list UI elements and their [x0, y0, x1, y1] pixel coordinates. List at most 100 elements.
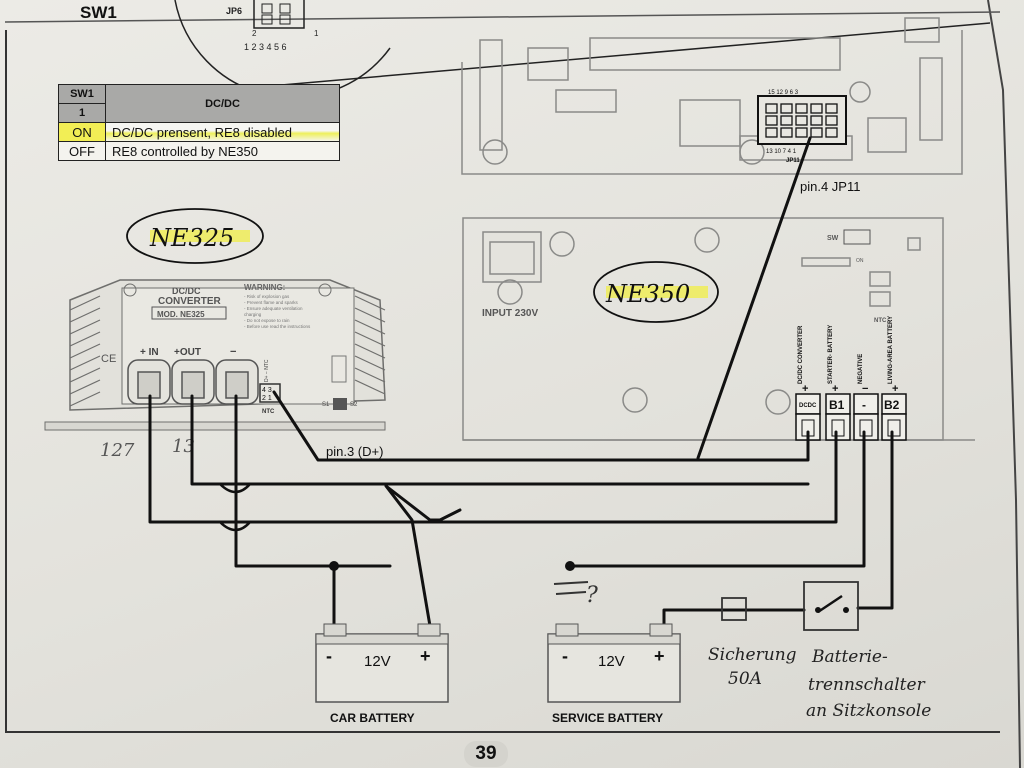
mounting-plate [44, 421, 386, 431]
jp6-label: JP6 [226, 6, 242, 16]
svg-text:charging: charging [244, 312, 262, 317]
svg-text:- Prevent flame and sparks: - Prevent flame and sparks [244, 300, 299, 305]
ntc-label: NTC [262, 409, 275, 415]
row-desc: DC/DC prensent, RE8 disabled [105, 122, 340, 142]
ne350-terminal-captions: DC/DC CONVERTER STARTER- BATTERY NEGATIV… [798, 316, 894, 384]
service-battery-name: SERVICE BATTERY [552, 711, 663, 725]
ne325-title-2: CONVERTER [158, 296, 222, 307]
row-desc: RE8 controlled by NE350 [105, 141, 340, 161]
sw1-col-sub: 1 [58, 103, 106, 123]
service-battery-voltage: 12V [598, 653, 625, 670]
ntc-connector [259, 383, 281, 403]
ne325-highlight [150, 230, 250, 242]
switch-note-1: Batterie- [811, 647, 888, 667]
wire-b2 [856, 430, 894, 610]
row-state: OFF [58, 141, 106, 161]
jp6-pin-row: 1 2 3 4 5 6 [244, 42, 287, 52]
ne350-ellipse [593, 261, 719, 323]
wire-jp11-pin4 [696, 136, 812, 460]
ne325-warning-text: - Risk of explosion gas - Prevent flame … [244, 294, 311, 329]
service-battery-minus: - [562, 646, 568, 666]
jp11-label: JP11 [786, 158, 800, 164]
sw1-table: SW1 DC/DC 1 ON DC/DC prensent, RE8 disab… [58, 84, 340, 161]
ne325-model: MOD. NE325 [157, 310, 205, 319]
disconnect-switch-box [803, 581, 859, 631]
car-battery-minus: - [326, 646, 332, 666]
switch-contact [843, 607, 849, 613]
svg-text:+: + [892, 383, 898, 395]
svg-text:−: − [862, 383, 868, 395]
wire-in-b1 [148, 394, 838, 524]
switch-note-3: an Sitzkonsole [806, 701, 931, 721]
wire-minus-car [234, 394, 336, 628]
ne325-model-box [151, 306, 227, 320]
wire-out-dcdc [190, 394, 810, 486]
wire-service-plus [662, 608, 806, 628]
handwritten-127: 127 [100, 440, 135, 461]
service-battery-plus: + [654, 646, 665, 666]
ne350-highlight [606, 286, 708, 298]
d-plus-wire-label: pin.3 (D+) [326, 444, 383, 459]
svg-text:NEGATIVE: NEGATIVE [858, 354, 864, 384]
terminal-b2: B2 [884, 398, 900, 412]
switch-note-2: trennschalter [808, 675, 926, 695]
svg-text:- Do not expose to rain: - Do not expose to rain [244, 318, 290, 323]
term-minus-label: − [230, 346, 236, 358]
ground-symbol [553, 581, 589, 595]
jp11-wire-label: pin.4 JP11 [800, 179, 860, 194]
svg-text:+: + [832, 383, 838, 395]
jp6-connector [253, 0, 305, 29]
main-board [461, 17, 963, 175]
heatsink-fins-right [354, 295, 386, 395]
ne350-sw-on: ON [856, 258, 864, 264]
jp6-pin [261, 3, 273, 14]
ne350-ntc-label: NTC [874, 318, 887, 324]
ntc-side-labels: D+ − NTC [264, 359, 270, 382]
wire-d-plus [272, 390, 810, 462]
table-row: OFF RE8 controlled by NE350 [58, 141, 340, 161]
page-frame-right [987, 0, 1021, 768]
page-number: 39 [464, 741, 508, 767]
fuse-note-2: 50A [728, 669, 762, 689]
switch-lever [817, 594, 843, 614]
magnifier-ray [269, 22, 991, 87]
car-battery-name: CAR BATTERY [330, 711, 415, 725]
fuse-symbol [721, 597, 747, 621]
wire-car-plus [384, 484, 462, 628]
svg-text:LIVING-AREA BATTERY: LIVING-AREA BATTERY [888, 316, 894, 384]
jp6-pin-1: 1 [314, 29, 319, 38]
svg-text:DC/DC CONVERTER: DC/DC CONVERTER [798, 325, 804, 384]
car-battery-voltage: 12V [364, 653, 391, 670]
ne350-terminal-blocks [795, 393, 907, 441]
svg-text:+: + [802, 383, 808, 395]
svg-text:- Ensure adequate ventilation: - Ensure adequate ventilation [244, 306, 303, 311]
ntc-pins-top: 4 3 [262, 387, 272, 394]
terminal-dcdc: DCDC [799, 403, 817, 409]
switch-contact [815, 607, 821, 613]
question-mark: ? [586, 583, 598, 608]
sw1-title: SW1 [80, 3, 117, 22]
jp11-bottom-pins: 13 10 7 4 1 [766, 149, 797, 155]
jp6-pin [261, 14, 273, 25]
svg-text:- Risk of explosion gas: - Risk of explosion gas [244, 294, 290, 299]
car-battery-plus: + [420, 646, 431, 666]
ne350-terminal-signs: + + − + [802, 383, 898, 395]
service-battery [547, 623, 681, 703]
table-row: ON DC/DC prensent, RE8 disabled [58, 122, 340, 142]
ce-mark: CE [101, 353, 116, 365]
jp11-pins [765, 103, 838, 138]
ne325-fuse-slot [331, 355, 347, 383]
ne350-handwritten: NE350 [605, 280, 690, 308]
junction-dot [565, 561, 575, 571]
terminal-negative: - [862, 398, 866, 412]
handwritten-13: 13 [172, 436, 195, 457]
dip-switch [333, 398, 347, 410]
row-state: ON [58, 122, 106, 142]
ne325-ellipse [126, 208, 264, 264]
page-frame-left-bottom [5, 30, 1000, 733]
s1-label: S1 [322, 402, 330, 408]
ne325-terminals [127, 359, 259, 405]
dcdc-col-header: DC/DC [105, 84, 340, 123]
